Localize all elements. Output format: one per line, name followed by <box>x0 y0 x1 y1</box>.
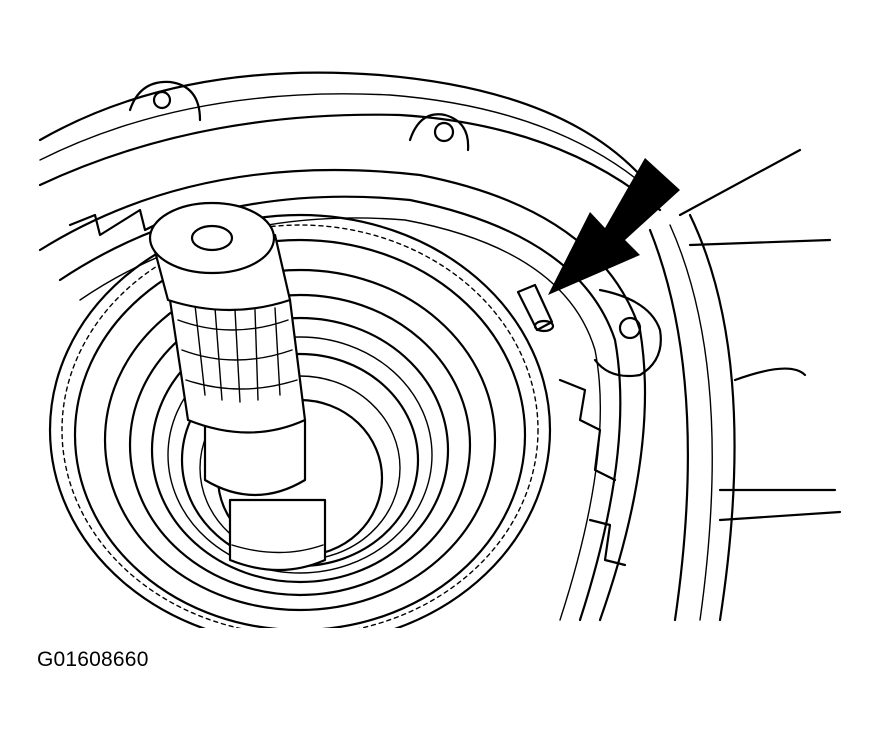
input-shaft <box>148 201 327 572</box>
figure-id-label: G01608660 <box>37 648 149 671</box>
drum-rings <box>38 168 647 622</box>
case-housing <box>38 71 842 622</box>
arrow-icon <box>548 158 680 295</box>
locating-pin <box>516 283 555 333</box>
transmission-illustration <box>38 71 842 628</box>
